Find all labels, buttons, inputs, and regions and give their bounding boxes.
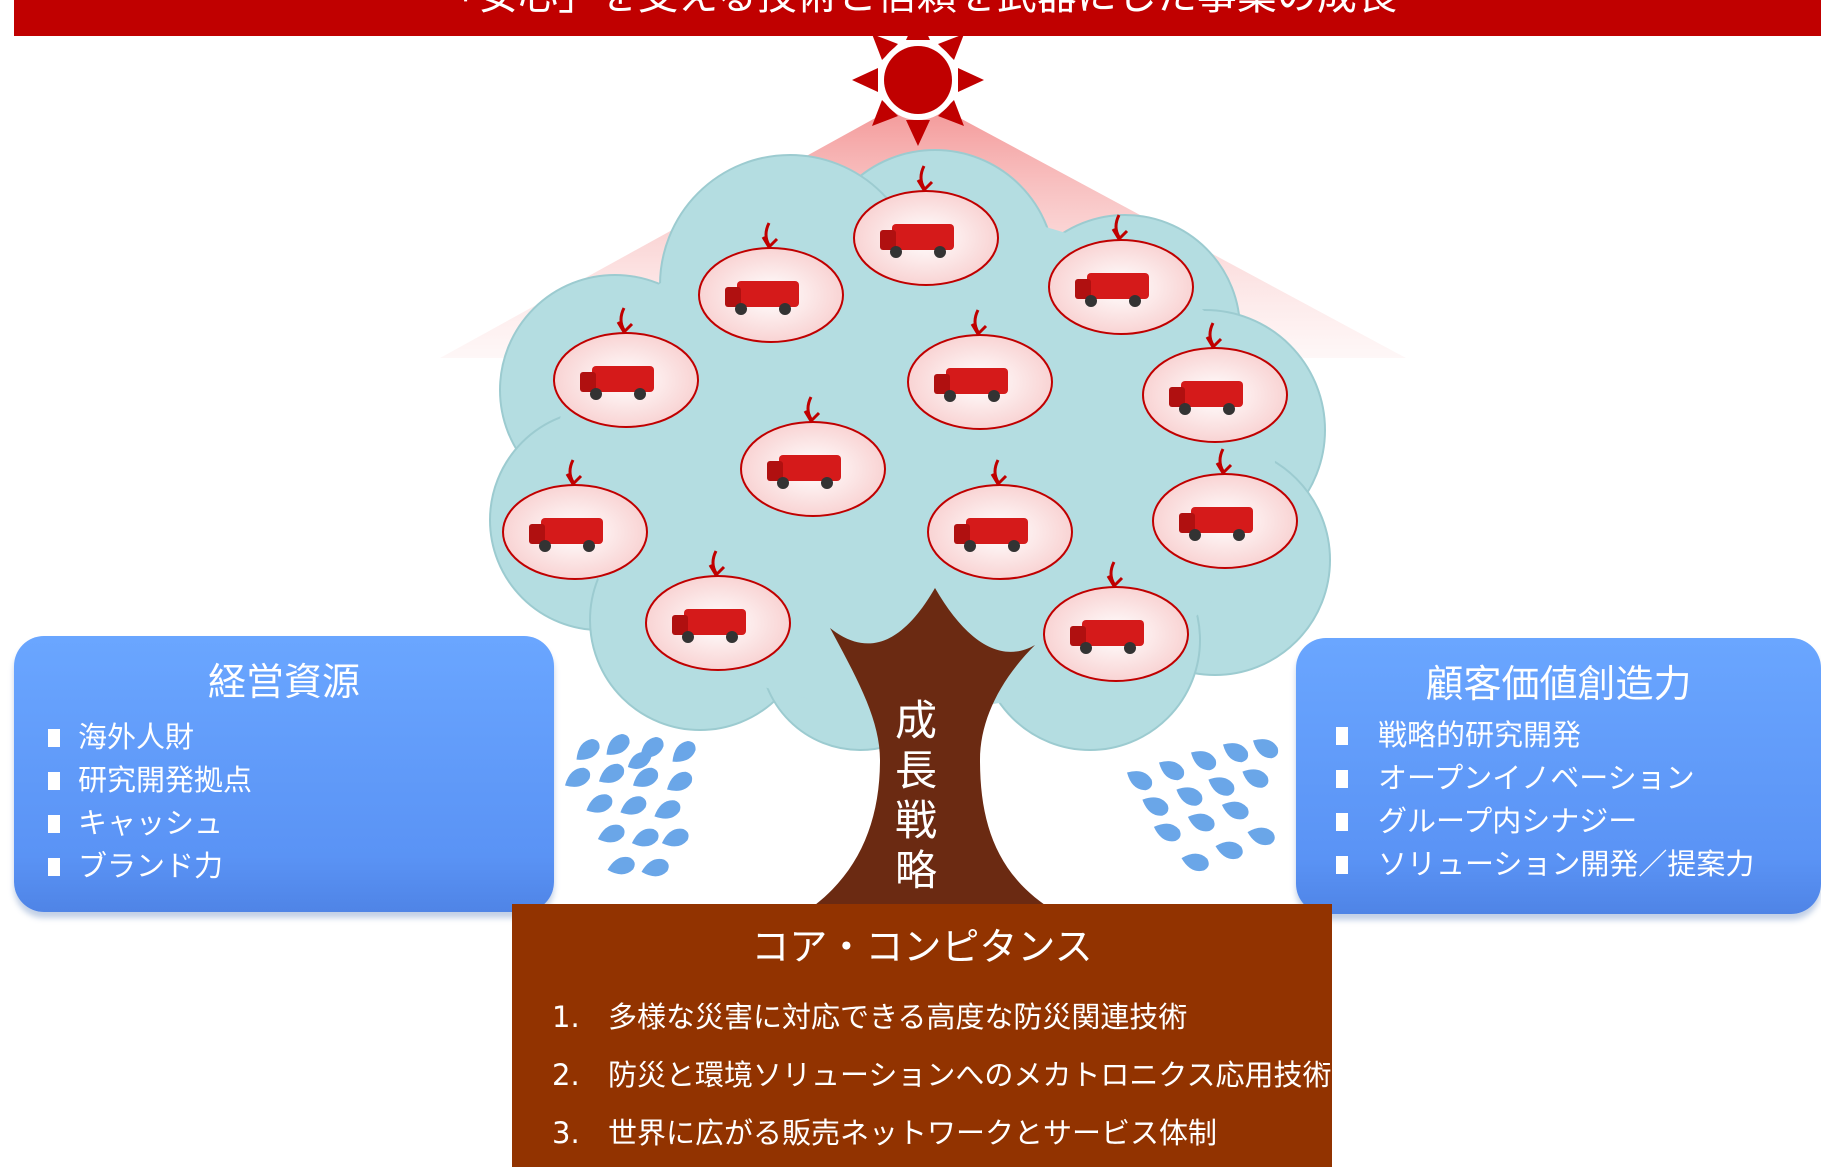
bullet-icon: [48, 857, 60, 876]
tanker-trailer-photo-icon: [698, 222, 844, 343]
environment-plant-photo-icon: [1152, 448, 1298, 569]
growth-strategy-label: 成 長 戦 略: [886, 696, 946, 896]
trunk-char: 戦: [894, 796, 937, 845]
rain-drop-icon: [667, 771, 693, 791]
rain-drop-icon: [654, 800, 681, 819]
bullet-icon: [1336, 769, 1348, 788]
rain-drop-icon: [1127, 771, 1153, 791]
trunk-char: 成: [894, 696, 937, 745]
rain-drop-icon: [565, 767, 591, 787]
customer-value-panel: 顧客価値創造力 戦略的研究開発 オープンイノベーション グループ内シナジー ソリ…: [1296, 638, 1821, 914]
panel-title: 顧客価値創造力: [1425, 662, 1692, 706]
rain-drop-icon: [1191, 751, 1217, 771]
rain-drop-icon: [1142, 797, 1169, 816]
list-item: グループ内シナジー: [1336, 800, 1754, 843]
rain-drop-icon: [1181, 853, 1209, 871]
core-item-number: 3.: [552, 1116, 580, 1150]
rain-drop-icon: [586, 794, 613, 813]
list-item: 研究開発拠点: [48, 759, 252, 802]
list-item-text: グループ内シナジー: [1378, 804, 1638, 838]
list-item: キャッシュ: [48, 802, 252, 845]
list-item: 戦略的研究開発: [1336, 714, 1754, 757]
tree-trunk: [815, 588, 1045, 905]
sun-icon: [852, 14, 984, 146]
list-item: ブランド力: [48, 845, 252, 888]
core-item-number: 2.: [552, 1058, 580, 1092]
rain-drop-icon: [640, 736, 664, 758]
rain-drop-icon: [606, 733, 630, 755]
rescue-truck-photo-icon: [907, 309, 1053, 430]
list-item: オープンイノベーション: [1336, 757, 1754, 800]
list-item-text: 海外人財: [78, 720, 195, 754]
rain-drop-icon: [633, 767, 659, 787]
core-item-text: 多様な災害に対応できる高度な防災関連技術: [608, 1000, 1188, 1034]
rain-drop-icon: [1153, 823, 1181, 842]
management-resources-panel: 経営資源 海外人財 研究開発拠点 キャッシュ ブランド力: [14, 636, 554, 912]
list-item-text: キャッシュ: [78, 806, 224, 840]
core-list: 1. 多様な災害に対応できる高度な防災関連技術 2. 防災と環境ソリューションへのメ…: [552, 988, 1332, 1162]
bullet-icon: [48, 728, 60, 747]
garbage-truck-photo-icon: [645, 550, 791, 671]
rain-drop-icon: [641, 859, 669, 877]
rain-drop-icon: [661, 828, 689, 847]
core-item-text: 防災と環境ソリューションへのメカトロニクス応用技術: [608, 1058, 1332, 1092]
list-item-text: オープンイノベーション: [1378, 761, 1695, 795]
rain-drops: [565, 733, 1279, 877]
rain-drop-icon: [1253, 739, 1279, 759]
core-item-text: 世界に広がる販売ネットワークとサービス体制: [608, 1116, 1218, 1150]
list-item: ソリューション開発／提案力: [1336, 843, 1754, 886]
core-item: 3. 世界に広がる販売ネットワークとサービス体制: [552, 1104, 1332, 1162]
rain-drop-icon: [597, 824, 625, 843]
list-item-text: 研究開発拠点: [78, 763, 253, 797]
rain-drop-icon: [1223, 743, 1249, 763]
rain-drop-icon: [1187, 813, 1215, 832]
trunk-char: 長: [894, 746, 937, 795]
core-title: コア・コンピタンス: [751, 925, 1093, 969]
boom-fire-truck-photo-icon: [553, 307, 699, 428]
rain-drop-icon: [620, 796, 647, 815]
rain-drop-icon: [1176, 787, 1203, 806]
ladder-truck-photo-icon: [927, 459, 1073, 580]
wind-turbine-photo-icon: [1048, 214, 1194, 335]
resource-list: 海外人財 研究開発拠点 キャッシュ ブランド力: [48, 716, 252, 888]
rain-drop-icon: [672, 740, 696, 762]
list-item-text: ブランド力: [78, 849, 224, 883]
core-item: 2. 防災と環境ソリューションへのメカトロニクス応用技術: [552, 1046, 1332, 1104]
trunk-char: 略: [894, 846, 937, 895]
rain-drop-icon: [1247, 827, 1275, 845]
bullet-icon: [48, 771, 60, 790]
rain-drop-icon: [576, 738, 600, 760]
rain-drop-icon: [1215, 841, 1243, 859]
core-item: 1. 多様な災害に対応できる高度な防災関連技術: [552, 988, 1332, 1046]
bullet-icon: [1336, 855, 1348, 874]
pump-fire-truck-photo-icon: [1142, 322, 1288, 443]
rain-drop-icon: [1221, 801, 1249, 820]
rain-drop-icon: [1242, 769, 1269, 788]
bullet-icon: [1336, 726, 1348, 745]
bullet-icon: [1336, 812, 1348, 831]
core-item-number: 1.: [552, 1000, 580, 1034]
aerial-ladder-truck-photo-icon: [853, 165, 999, 286]
fruit-layer: [502, 165, 1298, 682]
list-item-text: ソリューション開発／提案力: [1378, 847, 1755, 881]
core-competence-box: コア・コンピタンス 1. 多様な災害に対応できる高度な防災関連技術 2. 防災と環境…: [512, 904, 1332, 1167]
list-item-text: 戦略的研究開発: [1378, 718, 1582, 752]
rain-drop-icon: [607, 857, 635, 875]
banner-text: 「安心」を支える技術と信頼を武器にした事業の成長: [438, 0, 1397, 19]
small-fire-engine-photo-icon: [502, 459, 648, 580]
value-list: 戦略的研究開発 オープンイノベーション グループ内シナジー ソリューション開発／…: [1336, 714, 1754, 886]
panel-title: 経営資源: [207, 660, 360, 704]
rain-drop-icon: [599, 763, 625, 783]
fire-extinguisher-photo-icon: [1043, 561, 1189, 682]
rain-drop-icon: [1159, 761, 1185, 781]
bullet-icon: [48, 814, 60, 833]
list-item: 海外人財: [48, 716, 252, 759]
gas-extinguishing-system-photo-icon: [740, 396, 886, 517]
rain-drop-icon: [631, 828, 659, 847]
rain-drop-icon: [1208, 777, 1235, 796]
